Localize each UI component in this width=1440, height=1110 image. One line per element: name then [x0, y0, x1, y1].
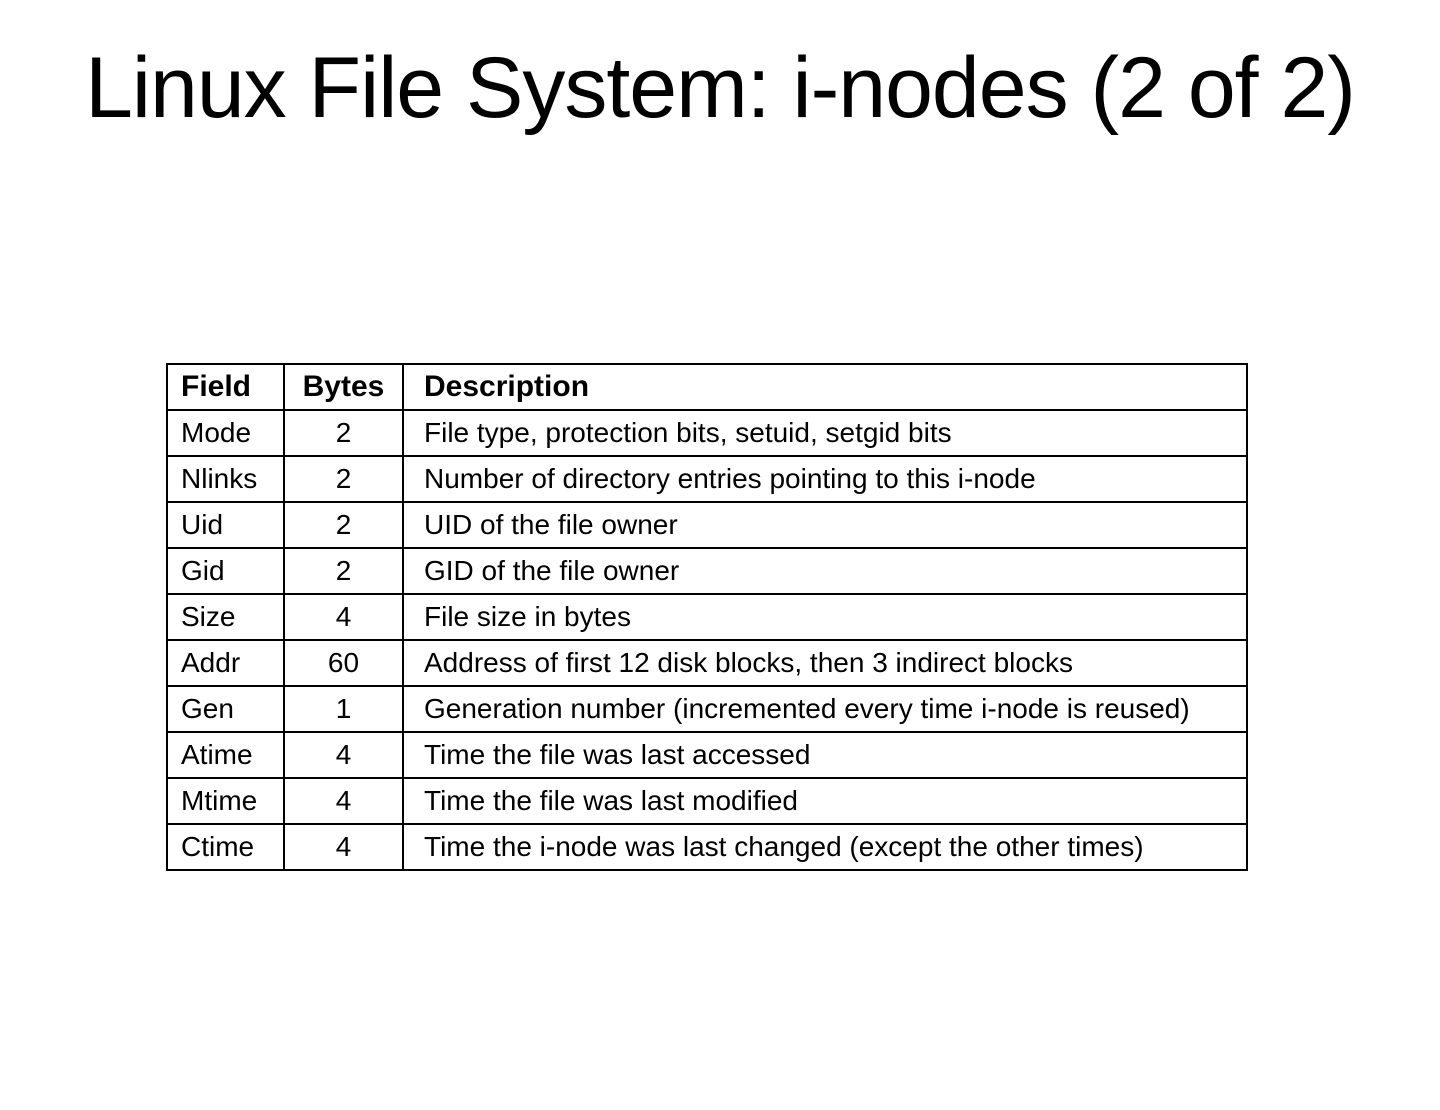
bytes-cell: 2: [283, 455, 404, 503]
table-row: Ctime 4 Time the i-node was last changed…: [166, 823, 1248, 871]
description-cell: Number of directory entries pointing to …: [402, 455, 1248, 503]
slide: Linux File System: i-nodes (2 of 2) Fiel…: [0, 30, 1440, 1110]
bytes-cell: 2: [283, 501, 404, 549]
description-cell: Time the file was last accessed: [402, 731, 1248, 779]
bytes-cell: 4: [283, 731, 404, 779]
field-cell: Mtime: [166, 777, 285, 825]
field-cell: Gen: [166, 685, 285, 733]
field-cell: Ctime: [166, 823, 285, 871]
table-row: Gid 2 GID of the file owner: [166, 547, 1248, 595]
table-row: Mode 2 File type, protection bits, setui…: [166, 409, 1248, 457]
description-cell: File type, protection bits, setuid, setg…: [402, 409, 1248, 457]
table-header-row: Field Bytes Description: [166, 363, 1248, 411]
table-row: Mtime 4 Time the file was last modified: [166, 777, 1248, 825]
column-header-field: Field: [166, 363, 285, 411]
inode-table-body: Mode 2 File type, protection bits, setui…: [166, 409, 1248, 871]
slide-title: Linux File System: i-nodes (2 of 2): [85, 40, 1356, 136]
bytes-cell: 60: [283, 639, 404, 687]
bytes-cell: 4: [283, 777, 404, 825]
field-cell: Gid: [166, 547, 285, 595]
bytes-cell: 2: [283, 409, 404, 457]
description-cell: File size in bytes: [402, 593, 1248, 641]
field-cell: Mode: [166, 409, 285, 457]
bytes-cell: 1: [283, 685, 404, 733]
field-cell: Atime: [166, 731, 285, 779]
field-cell: Uid: [166, 501, 285, 549]
bytes-cell: 4: [283, 593, 404, 641]
description-cell: Address of first 12 disk blocks, then 3 …: [402, 639, 1248, 687]
table-row: Uid 2 UID of the file owner: [166, 501, 1248, 549]
description-cell: Time the i-node was last changed (except…: [402, 823, 1248, 871]
bytes-cell: 2: [283, 547, 404, 595]
table-row: Size 4 File size in bytes: [166, 593, 1248, 641]
table-row: Addr 60 Address of first 12 disk blocks,…: [166, 639, 1248, 687]
field-cell: Size: [166, 593, 285, 641]
description-cell: UID of the file owner: [402, 501, 1248, 549]
inode-fields-table: Field Bytes Description Mode 2 File type…: [166, 363, 1248, 871]
column-header-description: Description: [402, 363, 1248, 411]
description-cell: Generation number (incremented every tim…: [402, 685, 1248, 733]
field-cell: Addr: [166, 639, 285, 687]
bytes-cell: 4: [283, 823, 404, 871]
description-cell: GID of the file owner: [402, 547, 1248, 595]
table-row: Gen 1 Generation number (incremented eve…: [166, 685, 1248, 733]
column-header-bytes: Bytes: [283, 363, 404, 411]
field-cell: Nlinks: [166, 455, 285, 503]
table-row: Atime 4 Time the file was last accessed: [166, 731, 1248, 779]
description-cell: Time the file was last modified: [402, 777, 1248, 825]
table-row: Nlinks 2 Number of directory entries poi…: [166, 455, 1248, 503]
